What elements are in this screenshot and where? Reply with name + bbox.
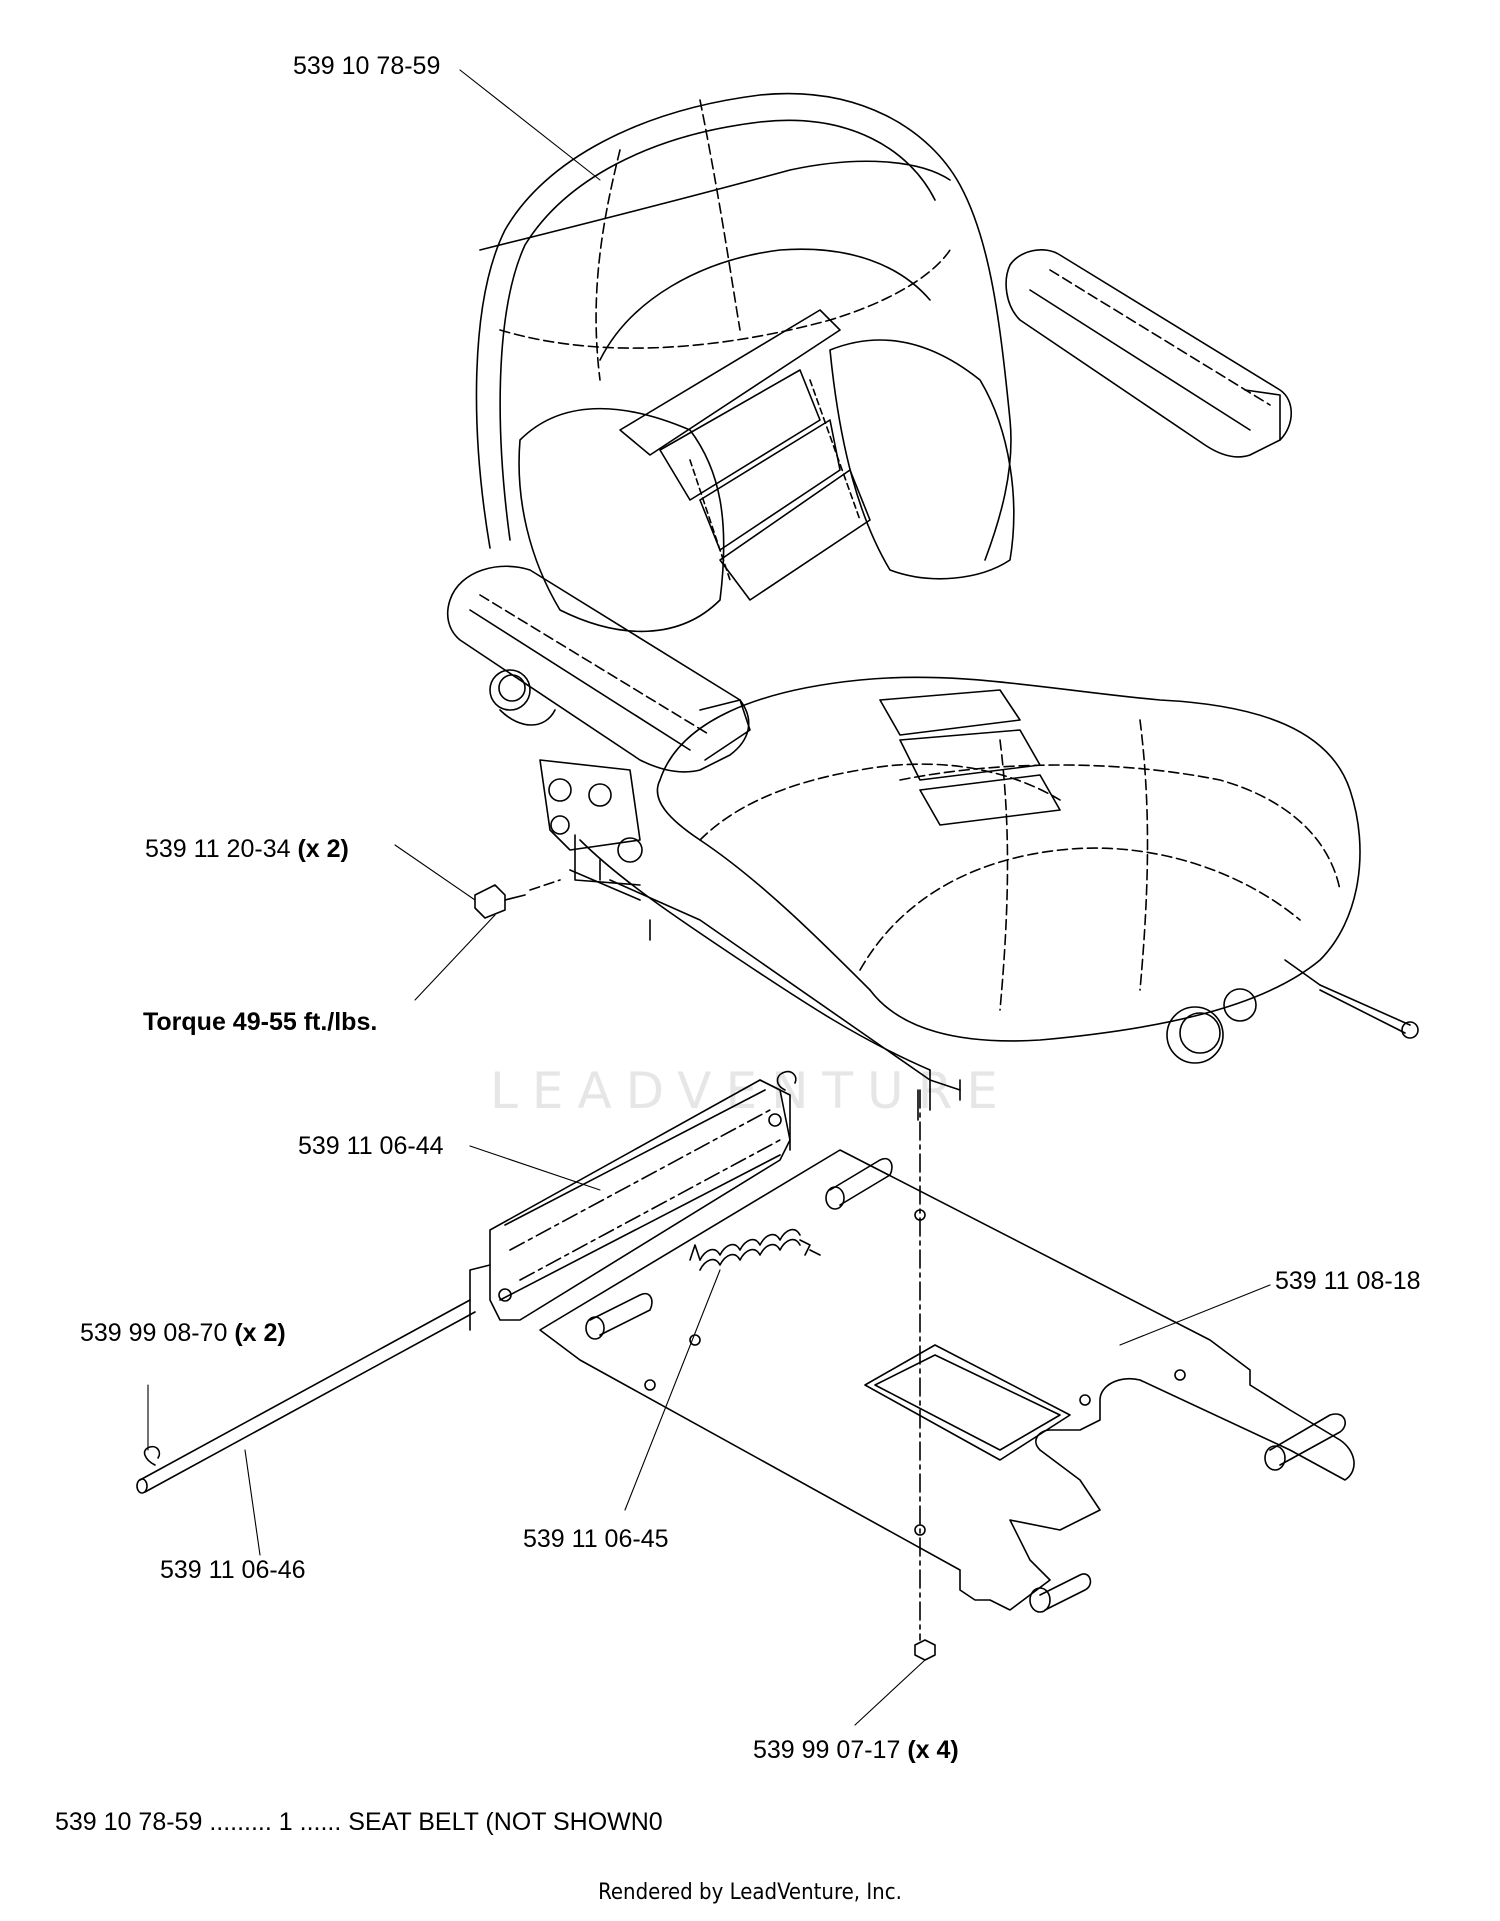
pivot-rod — [136, 1299, 476, 1494]
label-clip: 539 99 08-70 (x 2) — [80, 1321, 286, 1346]
label-nut-number: 539 99 07-17 — [753, 1736, 901, 1764]
label-spring-number: 539 11 06-45 — [523, 1525, 669, 1553]
parts-list-leader1: ......... — [209, 1808, 272, 1836]
parts-list-description: SEAT BELT (NOT SHOWN0 — [348, 1808, 663, 1836]
label-nut-qty: (x 4) — [907, 1736, 959, 1764]
label-seat: 539 10 78-59 — [293, 54, 440, 79]
label-plate: 539 11 08-18 — [1275, 1269, 1421, 1294]
label-spring: 539 11 06-45 — [523, 1527, 669, 1552]
label-seat-number: 539 10 78-59 — [293, 52, 441, 80]
spring — [689, 1228, 821, 1271]
label-bracket: 539 11 06-44 — [298, 1134, 444, 1159]
label-torque: Torque 49-55 ft./lbs. — [143, 1010, 377, 1035]
label-bolt-number: 539 11 20-34 — [145, 835, 291, 863]
leader-lines — [147, 69, 1271, 1726]
parts-list-leader2: ...... — [299, 1808, 342, 1836]
c-clip — [143, 1445, 161, 1466]
label-plate-number: 539 11 08-18 — [1275, 1267, 1421, 1295]
label-bolt: 539 11 20-34 (x 2) — [145, 837, 349, 862]
label-rod-number: 539 11 06-46 — [160, 1556, 306, 1584]
label-rod: 539 11 06-46 — [160, 1558, 306, 1583]
slide-bracket — [469, 1070, 797, 1331]
rendered-by-credit: Rendered by LeadVenture, Inc. — [598, 1880, 902, 1905]
label-torque-text: Torque 49-55 ft./lbs. — [143, 1008, 378, 1036]
label-bolt-qty: (x 2) — [297, 835, 349, 863]
bolt — [474, 879, 561, 919]
watermark: LEADVENTURE — [490, 1062, 1012, 1120]
parts-list-qty: 1 — [278, 1808, 293, 1836]
label-clip-number: 539 99 08-70 — [80, 1319, 228, 1347]
label-nut: 539 99 07-17 (x 4) — [753, 1738, 959, 1763]
seat-assembly — [446, 92, 1419, 1111]
label-clip-qty: (x 2) — [234, 1319, 286, 1347]
label-bracket-number: 539 11 06-44 — [298, 1132, 444, 1160]
parts-list-row: 539 10 78-59 ......... 1 ...... SEAT BEL… — [55, 1808, 663, 1837]
nut — [914, 1639, 936, 1661]
parts-list-part-no: 539 10 78-59 — [55, 1808, 203, 1836]
